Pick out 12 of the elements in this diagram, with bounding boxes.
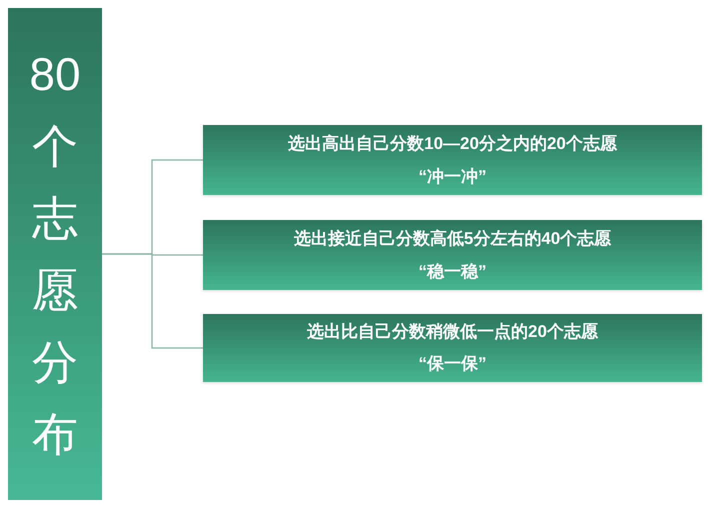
strategy-slogan: “稳一稳” <box>418 260 486 282</box>
strategy-description: 选出高出自己分数10—20分之内的20个志愿 <box>288 132 617 154</box>
strategy-description: 选出接近自己分数高低5分左右的40个志愿 <box>294 228 612 250</box>
strategy-slogan: “保一保” <box>418 353 486 375</box>
connector-line <box>102 253 203 349</box>
strategy-slogan: “冲一冲” <box>418 166 486 188</box>
strategy-description: 选出比自己分数稍微低一点的20个志愿 <box>307 321 598 343</box>
strategy-box <box>203 220 702 290</box>
vertical-title-text: 80个志愿分布 <box>28 47 82 462</box>
strategy-box <box>203 125 702 195</box>
vertical-title-box <box>8 8 102 500</box>
strategy-box <box>203 314 702 382</box>
